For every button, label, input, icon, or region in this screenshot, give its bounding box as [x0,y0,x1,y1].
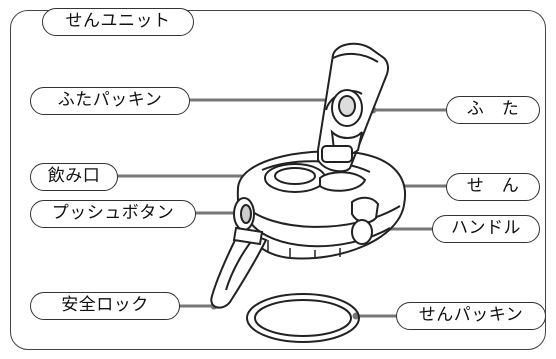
mouthpiece [264,163,326,193]
push-button [233,197,255,231]
handle [351,196,380,245]
label-futa-packing: ふたパッキン [30,87,190,115]
label-handle: ハンドル [432,215,540,243]
lid-packing [330,89,363,156]
safety-lock [210,226,268,309]
diagram-frame [10,10,546,350]
diagram-title: せんユニット [42,8,194,36]
label-sen: せ ん [446,173,540,201]
label-nomikuchi: 飲み口 [30,163,118,191]
hinge [321,145,353,163]
label-anzen-lock: 安全ロック [30,292,180,320]
label-push-button: プッシュボタン [30,200,196,228]
label-futa: ふ た [446,96,540,124]
plug [319,171,367,192]
label-sen-packing: せんパッキン [396,302,546,330]
plug-packing-ring [246,293,360,343]
